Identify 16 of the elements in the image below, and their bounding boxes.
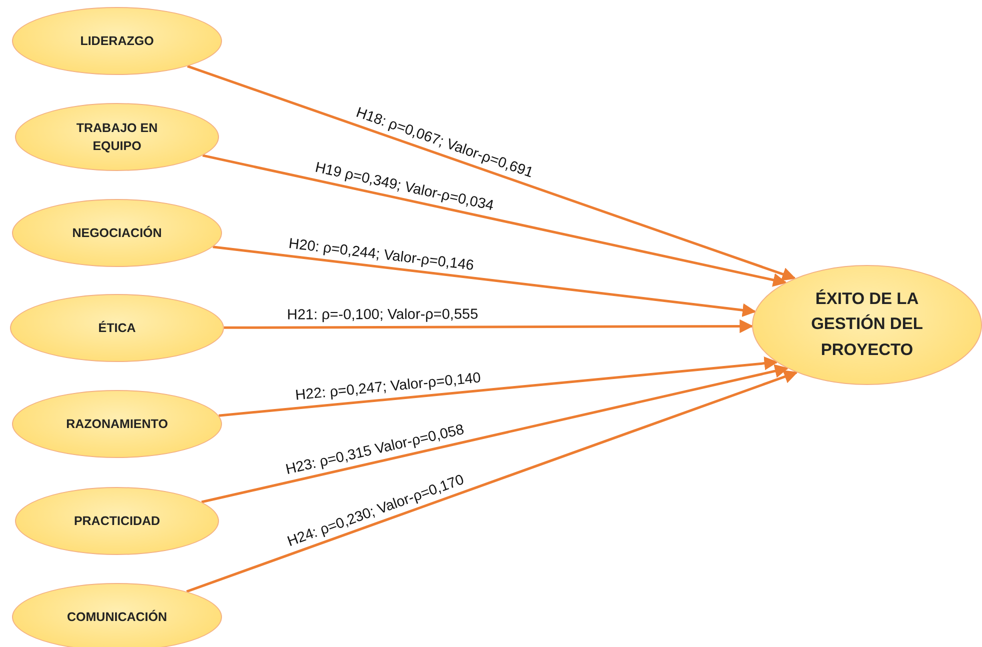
node-label: TRABAJO EN EQUIPO — [75, 120, 159, 155]
arrow — [186, 370, 798, 593]
node-label: ÉXITO DE LA GESTIÓN DEL PROYECTO — [810, 288, 924, 361]
node-label: NEGOCIACIÓN — [72, 224, 162, 242]
edge-label: H21: ρ=-0,100; Valor-ρ=0,555 — [286, 308, 480, 324]
node-label: PRACTICIDAD — [74, 512, 160, 530]
arrow — [224, 319, 754, 334]
node-label: RAZONAMIENTO — [66, 416, 168, 433]
arrow — [202, 154, 787, 287]
node-label: ÉTICA — [98, 320, 136, 337]
arrow — [201, 364, 789, 504]
node-label: COMUNICACIÓN — [67, 608, 167, 626]
arrow — [187, 65, 796, 281]
arrow — [212, 246, 756, 317]
arrow — [218, 356, 778, 417]
node-label: LIDERAZGO — [80, 32, 154, 50]
